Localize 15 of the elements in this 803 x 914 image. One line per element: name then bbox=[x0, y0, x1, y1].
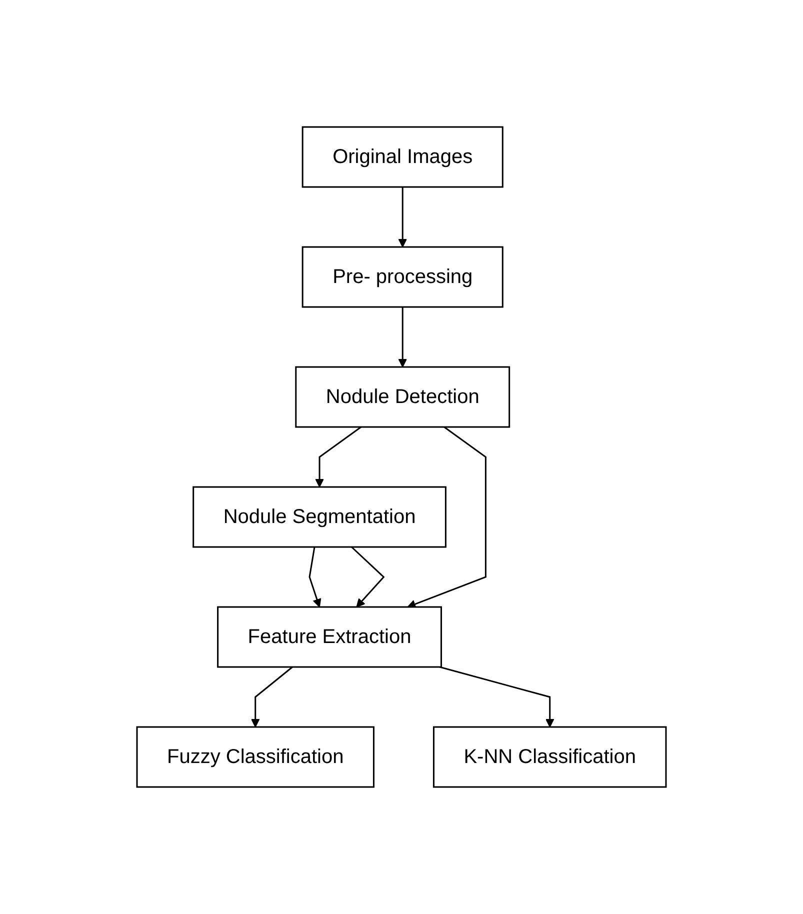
arrow bbox=[398, 307, 407, 368]
arrow bbox=[308, 546, 322, 608]
arrow bbox=[351, 546, 385, 608]
arrow bbox=[439, 666, 554, 728]
node-box: Fuzzy Classification bbox=[136, 726, 374, 788]
node-box: Nodule Detection bbox=[295, 366, 510, 428]
node-box: Pre- processing bbox=[302, 246, 504, 308]
arrow bbox=[315, 426, 362, 488]
node-box: Nodule Segmentation bbox=[192, 486, 446, 548]
node-box: K-NN Classification bbox=[432, 726, 667, 788]
arrow bbox=[407, 426, 486, 608]
node-box: Feature Extraction bbox=[217, 606, 442, 668]
node-box: Original Images bbox=[302, 126, 504, 188]
arrow bbox=[250, 666, 293, 728]
arrow bbox=[398, 187, 407, 248]
